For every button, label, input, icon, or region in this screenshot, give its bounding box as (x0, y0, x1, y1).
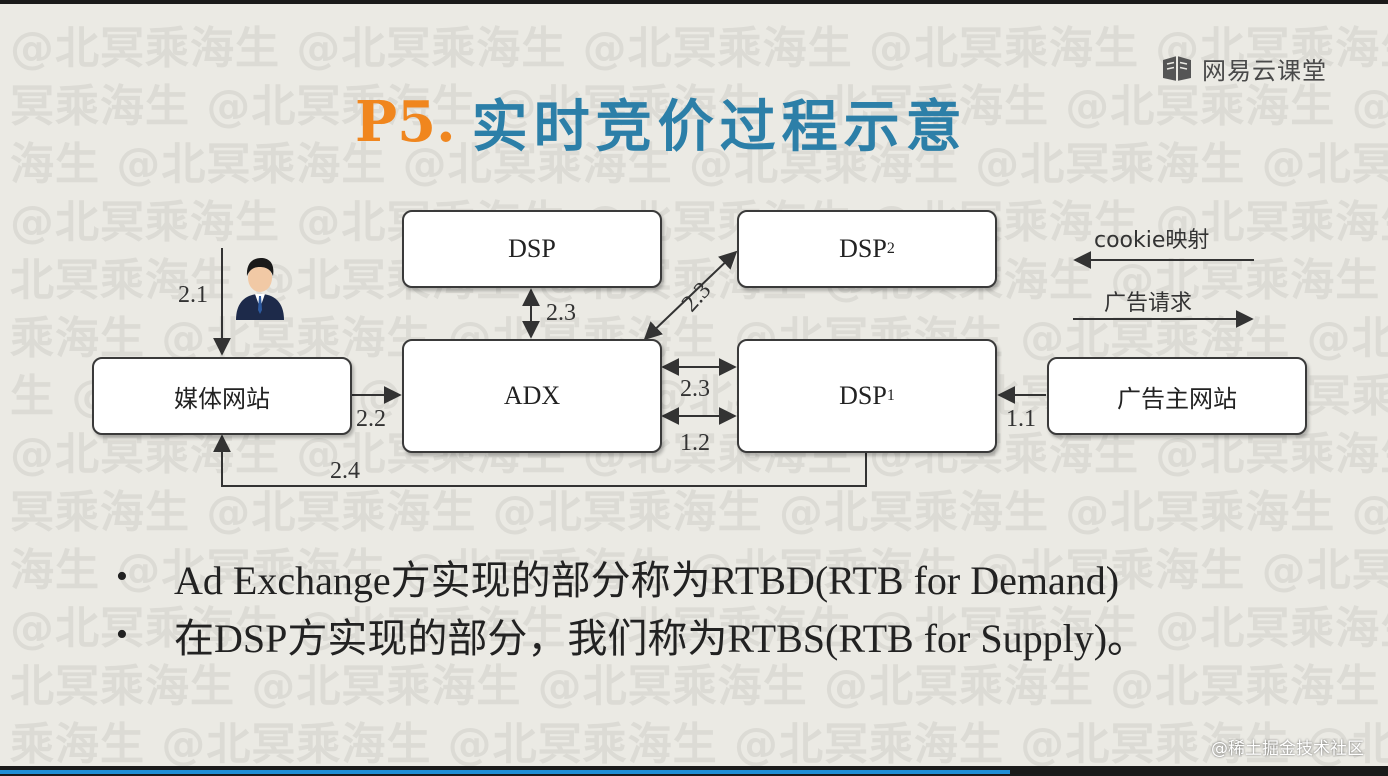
slide-title: P5. 实时竞价过程示意 (355, 82, 968, 162)
bullet-marker: • (116, 558, 128, 595)
legend-cookie-label: cookie映射 (1094, 228, 1210, 253)
title-text: 实时竞价过程示意 (471, 94, 968, 160)
title-prefix: P5. (355, 89, 456, 155)
media-site-box: 媒体网站 (92, 357, 352, 435)
netease-cloud-classroom-icon (1163, 56, 1191, 81)
legend-request-label: 广告请求 (1104, 291, 1193, 316)
label-2-2: 2.2 (356, 406, 386, 432)
label-2-1: 2.1 (178, 282, 208, 308)
media-site-label: 媒体网站 (174, 384, 270, 413)
label-1-2: 1.2 (680, 430, 710, 456)
arrow-2-4 (213, 434, 867, 487)
bullet-list: • Ad Exchange方实现的部分称为RTBD(RTB for Demand… (110, 548, 1350, 664)
bullet-item: • 在DSP方实现的部分，我们称为RTBS(RTB for Supply)。 (110, 606, 1350, 664)
source-tag: @稀土掘金技术社区 (1211, 739, 1364, 759)
playback-progress-bar[interactable] (0, 770, 1010, 774)
label-2-3-vertical: 2.3 (546, 300, 576, 326)
arrow-2-3-diagonal (643, 250, 738, 341)
bullet-text: 在DSP方实现的部分，我们称为RTBS(RTB for Supply)。 (174, 616, 1148, 661)
dsp-top-box: DSP (402, 210, 662, 288)
dsp1-label: DSP (839, 381, 887, 410)
label-2-3-horizontal: 2.3 (680, 376, 710, 402)
bullet-text: Ad Exchange方实现的部分称为RTBD(RTB for Demand) (174, 558, 1120, 603)
advertiser-site-label: 广告主网站 (1117, 384, 1237, 413)
top-edge (0, 0, 1388, 4)
adx-box: ADX (402, 339, 662, 453)
bullet-item: • Ad Exchange方实现的部分称为RTBD(RTB for Demand… (110, 548, 1350, 606)
adx-label: ADX (503, 381, 561, 410)
bullet-marker: • (116, 616, 128, 653)
brand-logo: 网易云课堂 (1160, 52, 1327, 85)
dsp2-label: DSP (839, 234, 887, 263)
advertiser-site-box: 广告主网站 (1047, 357, 1307, 435)
dsp2-subscript: 2 (886, 240, 895, 257)
dsp-top-label: DSP (508, 234, 556, 263)
businessman-icon (236, 258, 284, 320)
brand-name: 网易云课堂 (1202, 56, 1327, 85)
label-2-4: 2.4 (330, 458, 360, 484)
dsp1-subscript: 1 (886, 387, 895, 404)
label-1-1: 1.1 (1006, 406, 1036, 432)
